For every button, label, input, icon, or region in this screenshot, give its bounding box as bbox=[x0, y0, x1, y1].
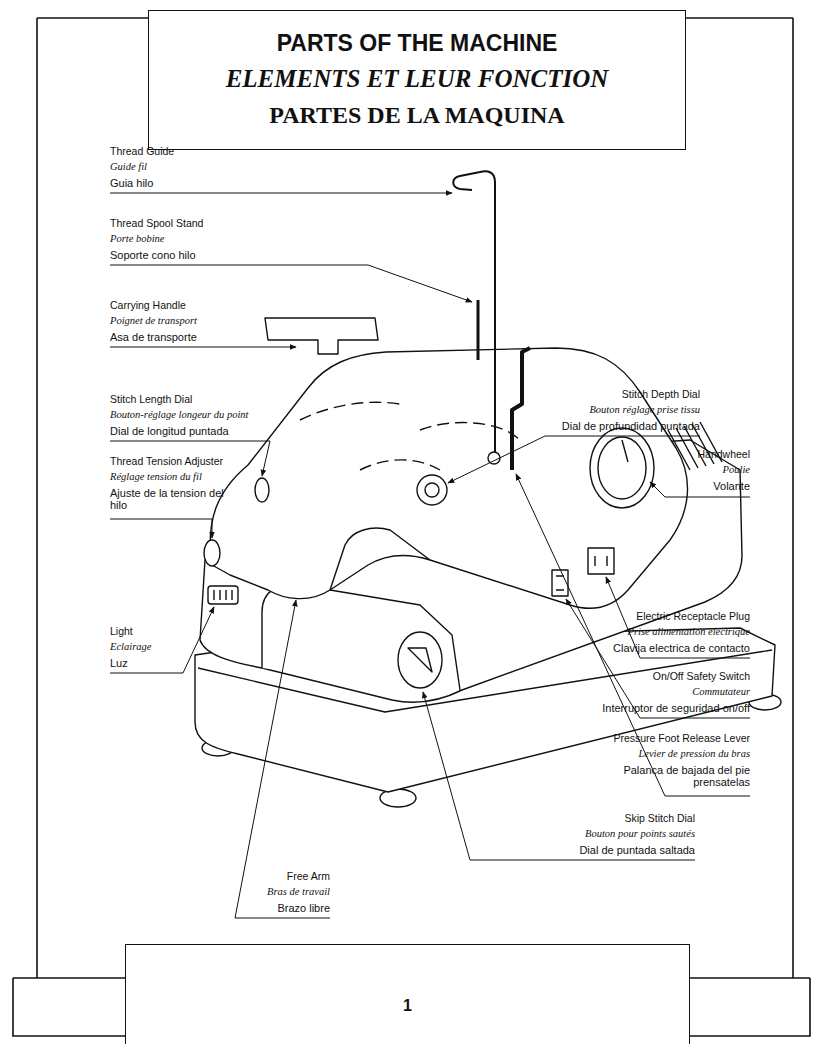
leader-line bbox=[566, 599, 750, 718]
leader-line bbox=[448, 436, 700, 483]
switch-marks bbox=[556, 576, 564, 590]
part-label: Stitch Depth Dial bbox=[622, 388, 700, 400]
title-line: PARTES DE LA MAQUINA bbox=[149, 97, 685, 133]
leader-line bbox=[110, 347, 296, 348]
leader-line bbox=[110, 265, 472, 302]
receptacle bbox=[588, 548, 614, 574]
carrying-handle bbox=[265, 318, 378, 354]
frame-line bbox=[792, 18, 794, 978]
part-label: Free Arm bbox=[287, 870, 330, 882]
machine-drawing bbox=[195, 171, 781, 807]
part-label: Levier de pression du bras bbox=[638, 748, 750, 759]
skip-stitch-pointer bbox=[408, 648, 432, 672]
part-label: Bouton pour points sautés bbox=[585, 828, 695, 839]
part-label: Poignet de transport bbox=[110, 315, 197, 326]
leader-lines bbox=[110, 193, 750, 918]
part-label: Electric Receptacle Plug bbox=[636, 610, 750, 622]
part-label: Prise alimentation électrique bbox=[628, 626, 750, 637]
depth-dial bbox=[417, 475, 447, 505]
title-line: ELEMENTS ET LEUR FONCTION bbox=[149, 61, 685, 97]
title-box: PARTS OF THE MACHINEELEMENTS ET LEUR FON… bbox=[148, 10, 686, 150]
tension-knob bbox=[204, 540, 220, 566]
leader-line bbox=[110, 193, 452, 194]
part-label: Bouton réglage prise tissu bbox=[589, 404, 700, 415]
part-label: Ajuste de la tension del hilo bbox=[110, 487, 228, 511]
part-label: Carrying Handle bbox=[110, 299, 186, 311]
handwheel bbox=[590, 428, 654, 508]
part-label: Interruptor de seguridad on/off bbox=[602, 702, 750, 714]
page-number-box: 1 bbox=[125, 944, 690, 1044]
page-number: 1 bbox=[126, 997, 689, 1015]
part-label: Clavija electrica de contacto bbox=[613, 642, 750, 654]
leader-line bbox=[516, 474, 750, 796]
length-knob bbox=[255, 478, 269, 502]
part-label: Pressure Foot Release Lever bbox=[613, 732, 750, 744]
leader-line bbox=[606, 577, 750, 658]
part-label: Porte bobine bbox=[110, 233, 165, 244]
leader-line bbox=[110, 441, 270, 476]
handwheel-mark bbox=[622, 440, 628, 462]
page-frame bbox=[13, 18, 810, 1036]
part-label: Soporte cono hilo bbox=[110, 249, 196, 261]
part-label: Volante bbox=[713, 480, 750, 492]
part-label: Light bbox=[110, 625, 133, 637]
part-label: Dial de longitud puntada bbox=[110, 425, 229, 437]
skip-stitch-dial bbox=[398, 632, 442, 688]
light-slots bbox=[214, 590, 232, 600]
part-label: Dial de puntada saltada bbox=[579, 844, 695, 856]
handwheel-inner bbox=[598, 437, 646, 499]
leader-line bbox=[110, 519, 212, 538]
leader-line bbox=[110, 607, 214, 673]
part-label: Thread Tension Adjuster bbox=[110, 455, 223, 467]
part-label: Handwheel bbox=[697, 448, 750, 460]
part-label: Commutateur bbox=[692, 686, 750, 697]
receptacle-pins bbox=[595, 556, 607, 566]
part-label: Thread Spool Stand bbox=[110, 217, 203, 229]
thread-guide-wire bbox=[453, 171, 495, 452]
part-label: Bouton-réglage longeur du point bbox=[110, 409, 249, 420]
part-label: Eclairage bbox=[110, 641, 151, 652]
needle-opening bbox=[330, 528, 430, 590]
part-label: Stitch Length Dial bbox=[110, 393, 192, 405]
part-label: Luz bbox=[110, 657, 128, 669]
depth-dial-center bbox=[425, 483, 439, 497]
part-label: Guia hilo bbox=[110, 177, 153, 189]
part-label: Skip Stitch Dial bbox=[624, 812, 695, 824]
free-arm bbox=[262, 584, 460, 690]
part-label: Dial de profundidad puntada bbox=[562, 420, 700, 432]
part-label: Brazo libre bbox=[277, 902, 330, 914]
part-label: On/Off Safety Switch bbox=[653, 670, 750, 682]
title-line: PARTS OF THE MACHINE bbox=[149, 25, 685, 61]
part-label: Palanca de bajada del pie prensatelas bbox=[618, 764, 750, 788]
frame-line bbox=[36, 18, 38, 978]
light-housing bbox=[208, 586, 238, 604]
part-label: Asa de transporte bbox=[110, 331, 197, 343]
spool-pin bbox=[477, 300, 480, 360]
part-label: Poulie bbox=[723, 464, 750, 475]
leader-line bbox=[235, 600, 330, 918]
cover-detail bbox=[300, 402, 520, 470]
power-switch bbox=[552, 570, 568, 596]
part-label: Thread Guide bbox=[110, 145, 174, 157]
part-label: Guide fil bbox=[110, 161, 147, 172]
part-label: Bras de travail bbox=[267, 886, 330, 897]
pressure-lever bbox=[512, 348, 530, 470]
part-label: Réglage tension du fil bbox=[110, 471, 202, 482]
machine-cover bbox=[210, 348, 687, 608]
